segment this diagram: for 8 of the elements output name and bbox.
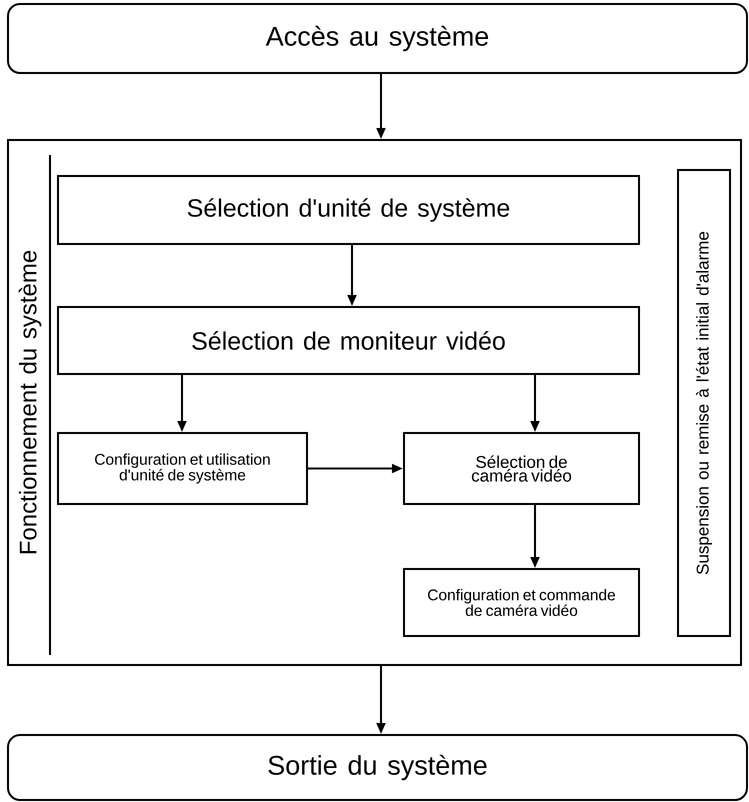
start-box: Accès au système — [7, 3, 748, 74]
end-box: Sortie du système — [7, 734, 748, 801]
process-box: Sélection de caméra vidéo — [403, 432, 640, 505]
process-box: Sélection d'unité de système — [57, 175, 640, 245]
side-box: Suspension ou remise à l'état initial d'alarme — [677, 169, 731, 637]
process-box: Configuration et commande de caméra vidéo — [403, 568, 640, 637]
process-box: Sélection de moniteur vidéo — [57, 306, 640, 375]
process-box: Configuration et utilisation d'unité de système — [57, 432, 308, 505]
